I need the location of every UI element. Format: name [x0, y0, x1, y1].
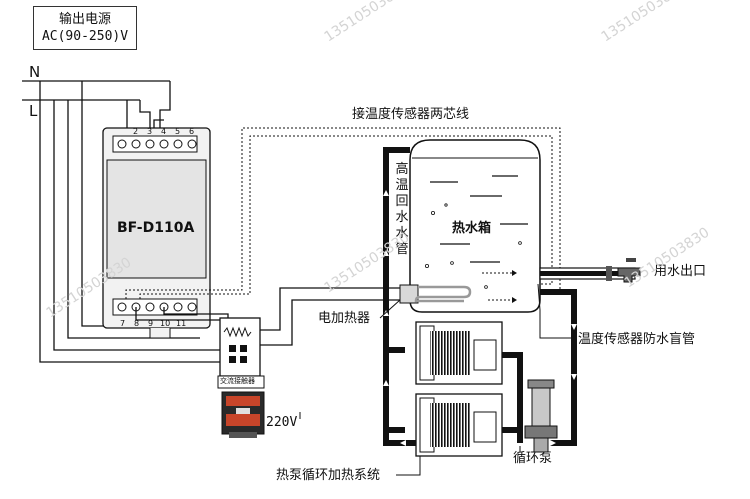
hot-water-tank-label: 热水箱 — [452, 221, 492, 236]
terminal-number: 9 — [148, 319, 154, 328]
terminal-number: 7 — [120, 319, 126, 328]
contactor-device — [221, 391, 265, 438]
contactor-voltage: 220V — [266, 415, 298, 430]
sensor-wire — [125, 127, 561, 299]
terminal-number: 2 — [133, 127, 139, 136]
line-l-label: L — [29, 102, 38, 120]
heat-pump-unit-1 — [415, 321, 503, 385]
heat-pump-unit-2 — [415, 393, 503, 457]
contactor-box — [217, 317, 265, 389]
power-source-box: 输出电源 AC(90-250)V — [33, 6, 137, 50]
heat-pump-system-label: 热泵循环加热系统 — [276, 468, 381, 483]
outlet-label: 用水出口 — [654, 264, 707, 279]
heater-element — [399, 284, 472, 304]
sensor-wire-label: 接温度传感器两芯线 — [352, 107, 470, 122]
power-source-spec: AC(90-250)V — [41, 29, 129, 44]
contactor-label: 交流接触器 — [220, 377, 255, 385]
terminal-number: 4 — [161, 127, 167, 136]
sensor-pipe-label: 温度传感器防水盲管 — [578, 332, 696, 347]
leader-lines — [299, 299, 521, 476]
terminal-number: 6 — [189, 127, 195, 136]
controller-model: BF-D110A — [117, 220, 195, 236]
outlet-pipe — [539, 258, 641, 283]
terminal-number: 5 — [175, 127, 181, 136]
mains-lines — [22, 80, 235, 363]
heater-label: 电加热器 — [318, 311, 371, 326]
terminal-number: 3 — [147, 127, 153, 136]
terminal-number: 11 — [176, 319, 187, 328]
terminal-number: 8 — [134, 319, 140, 328]
circulation-pump — [524, 379, 558, 453]
line-n-label: N — [29, 63, 41, 81]
terminal-number: 10 — [160, 319, 171, 328]
controller-module — [102, 127, 211, 339]
high-temp-return-label: 高温回水水管 — [395, 162, 409, 257]
hot-water-tank — [409, 139, 541, 313]
power-source-title: 输出电源 — [58, 12, 111, 27]
sensor-pipe — [537, 283, 575, 339]
pump-label: 循环泵 — [513, 451, 553, 466]
